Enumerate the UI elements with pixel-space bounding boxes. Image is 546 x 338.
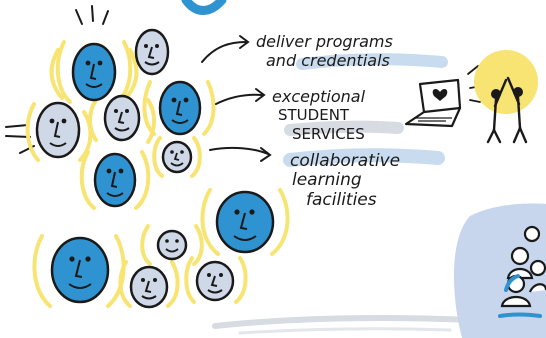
face-blue-3 <box>93 152 137 208</box>
laptop-icon <box>404 78 462 128</box>
arrow-1 <box>201 35 250 63</box>
phrase-learning: learning <box>292 170 362 190</box>
emphasis-marks <box>5 5 109 154</box>
phrase-services: SERVICES <box>292 125 365 143</box>
top-partial-stroke <box>181 0 227 15</box>
phrase-deliver-programs: deliver programs <box>256 32 393 51</box>
highlight-collaborative <box>283 148 445 167</box>
face-pale-2 <box>35 101 81 159</box>
bottom-gray-stroke-2 <box>238 327 452 335</box>
face-pale-small <box>161 140 193 174</box>
face-blue-2 <box>158 80 202 136</box>
group-accents <box>498 274 542 318</box>
face-pale-3 <box>103 94 141 142</box>
face-pale-4 <box>156 229 188 261</box>
face-pale-5 <box>129 265 169 309</box>
arrow-2 <box>215 88 266 105</box>
high-five-people-icon <box>486 76 528 144</box>
phrase-student: STUDENT <box>278 106 350 124</box>
heart-icon <box>432 89 448 101</box>
face-blue-5 <box>50 236 110 304</box>
face-pale-1 <box>134 28 170 76</box>
highlight-credentials <box>296 53 448 70</box>
face-blue-1 <box>71 42 117 102</box>
phrase-collaborative: collaborative <box>290 151 400 171</box>
face-blue-4 <box>215 190 275 254</box>
phrase-exceptional: exceptional <box>272 87 366 106</box>
arrow-3 <box>209 146 272 162</box>
highlight-services <box>284 120 404 136</box>
phrase-and-credentials: and credentials <box>266 51 390 70</box>
face-pale-6 <box>195 260 235 302</box>
phrase-facilities: facilities <box>306 190 377 210</box>
face-glow-arcs <box>25 40 290 308</box>
bottom-gray-stroke <box>212 315 473 329</box>
group-of-people-icon <box>500 225 546 308</box>
